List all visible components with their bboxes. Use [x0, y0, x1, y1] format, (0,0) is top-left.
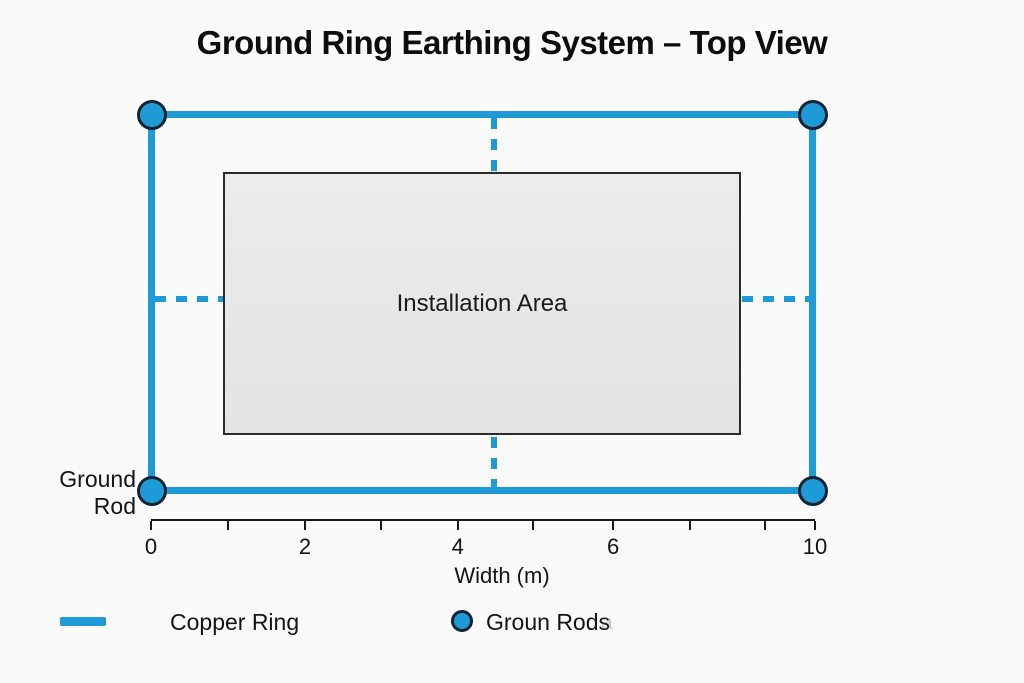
axis-tick — [456, 521, 459, 530]
ground-rod-callout-label: Ground Rod — [59, 466, 136, 519]
axis-tick — [227, 521, 230, 530]
copper-ring-outline — [148, 111, 816, 494]
ground-rod-bottom-left — [137, 476, 167, 506]
axis-tick — [150, 521, 152, 530]
center-guide-dashed-right — [742, 296, 809, 302]
axis-tick — [379, 521, 382, 530]
ground-rod-top-right — [798, 100, 828, 130]
legend-copper-ring-label: Copper Ring — [170, 609, 300, 635]
legend-ground-rods-label: Groun Rods — [486, 609, 611, 635]
axis-tick-label: 2 — [298, 534, 312, 559]
center-guide-dashed-bottom — [491, 437, 497, 487]
installation-area: Installation Area — [223, 172, 741, 435]
center-guide-dashed-left — [155, 296, 223, 302]
legend-ground-rods-swatch — [451, 610, 473, 632]
legend-faint-artifact: a — [601, 611, 613, 634]
axis-tick — [531, 521, 534, 530]
legend-copper-ring-swatch — [60, 617, 106, 626]
axis-tick — [612, 521, 615, 530]
ground-rod-top-left — [137, 100, 167, 130]
axis-tick-label: 4 — [451, 534, 464, 559]
x-axis-ticks: 0 2 4 6 10 — [145, 521, 827, 581]
x-axis-title: Width (m) — [454, 563, 550, 588]
axis-tick — [764, 521, 767, 530]
axis-tick — [814, 521, 816, 530]
axis-tick — [689, 521, 692, 530]
x-axis-line — [151, 519, 815, 521]
ground-rod-bottom-right — [798, 476, 828, 506]
page-title: Ground Ring Earthing System – Top View — [196, 24, 828, 61]
axis-tick-label: 10 — [802, 534, 828, 559]
center-guide-dashed-top — [491, 118, 497, 172]
axis-tick — [304, 521, 307, 530]
installation-area-label: Installation Area — [396, 289, 568, 317]
axis-tick-label: 6 — [607, 534, 620, 559]
axis-tick-label: 0 — [144, 534, 158, 559]
